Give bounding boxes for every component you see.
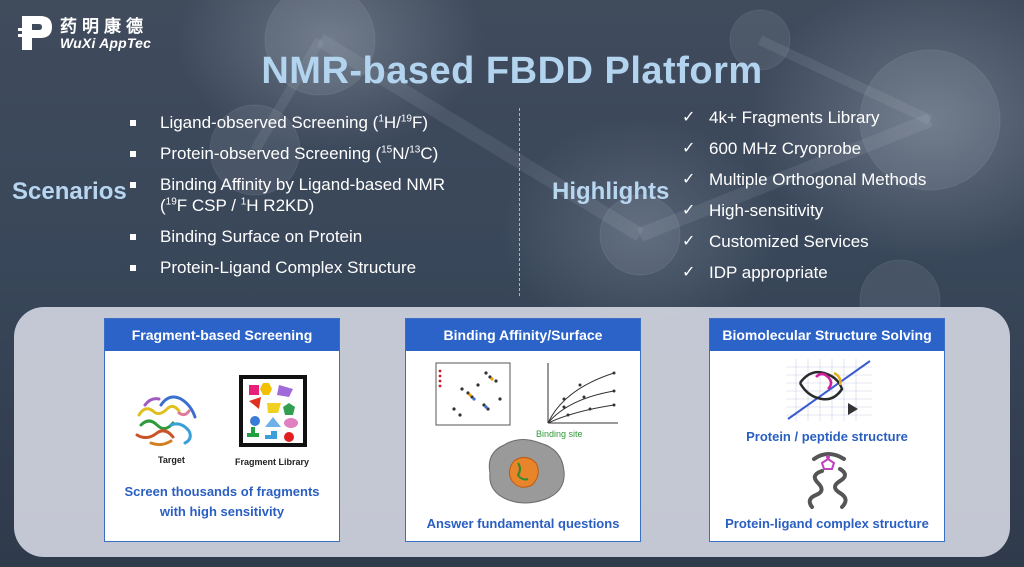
- slide-title: NMR-based FBDD Platform: [261, 50, 763, 92]
- list-item: ✓Multiple Orthogonal Methods: [682, 170, 927, 189]
- binding-caption: Answer fundamental questions: [426, 516, 620, 531]
- checkmark-icon: ✓: [682, 109, 696, 126]
- checkmark-icon: ✓: [682, 140, 696, 157]
- highlights-list: ✓4k+ Fragments Library ✓600 MHz Cryoprob…: [682, 107, 926, 293]
- list-item: ✓High-sensitivity: [682, 201, 824, 220]
- target-label: Target: [158, 455, 185, 465]
- protein-surface-image: [488, 439, 565, 504]
- fragment-caption-line1: Screen thousands of fragments: [124, 484, 320, 499]
- list-item: Binding Affinity by Ligand-based NMR (19…: [130, 174, 510, 216]
- fragment-caption-line2: with high sensitivity: [159, 504, 285, 519]
- highlights-label: Highlights: [552, 178, 670, 205]
- list-item: Protein-Ligand Complex Structure: [130, 257, 510, 278]
- target-protein-image: [135, 395, 197, 447]
- peptide-structure-caption: Protein / peptide structure: [746, 429, 908, 444]
- list-item: Binding Surface on Protein: [130, 226, 510, 247]
- scenarios-list: Ligand-observed Screening (1H/19F) Prote…: [130, 112, 510, 288]
- peptide-structure-image: [786, 359, 872, 421]
- fragment-screening-card: Fragment-based Screening Target Fragment…: [104, 318, 340, 542]
- list-item: ✓IDP appropriate: [682, 263, 828, 282]
- list-item: Ligand-observed Screening (1H/19F): [130, 112, 510, 133]
- bullet-icon: [130, 151, 136, 157]
- section-divider: [519, 108, 520, 296]
- card-header: Fragment-based Screening: [105, 319, 339, 351]
- fragment-library-label: Fragment Library: [235, 457, 310, 467]
- nmr-spectrum-overlay-image: [435, 362, 511, 426]
- checkmark-icon: ✓: [682, 233, 696, 250]
- scenarios-label: Scenarios: [12, 178, 127, 205]
- protein-ligand-complex-image: [807, 452, 848, 509]
- logo-chinese-text: 药明康德: [60, 17, 148, 37]
- list-item: Protein-observed Screening (15N/13C): [130, 143, 510, 164]
- list-item: ✓600 MHz Cryoprobe: [682, 139, 862, 158]
- wuxi-apptec-logo: 药明康德 WuXi AppTec: [18, 12, 168, 56]
- logo-mark-icon: [18, 16, 52, 50]
- logo-english-text: WuXi AppTec: [60, 35, 152, 51]
- binding-affinity-card: Binding Affinity/Surface Binding site An…: [405, 318, 641, 542]
- checkmark-icon: ✓: [682, 264, 696, 281]
- list-item: ✓4k+ Fragments Library: [682, 108, 880, 127]
- card-header: Biomolecular Structure Solving: [710, 319, 944, 351]
- fragment-library-image: [239, 375, 307, 447]
- checkmark-icon: ✓: [682, 202, 696, 219]
- bullet-icon: [130, 120, 136, 126]
- list-item: ✓Customized Services: [682, 232, 869, 251]
- checkmark-icon: ✓: [682, 171, 696, 188]
- bullet-icon: [130, 182, 136, 188]
- card-header: Binding Affinity/Surface: [406, 319, 640, 351]
- binding-curve-chart-image: [547, 363, 618, 424]
- complex-structure-caption: Protein-ligand complex structure: [725, 516, 929, 531]
- bullet-icon: [130, 265, 136, 271]
- binding-site-label: Binding site: [536, 429, 583, 439]
- structure-solving-card: Biomolecular Structure Solving Protein /…: [709, 318, 945, 542]
- bullet-icon: [130, 234, 136, 240]
